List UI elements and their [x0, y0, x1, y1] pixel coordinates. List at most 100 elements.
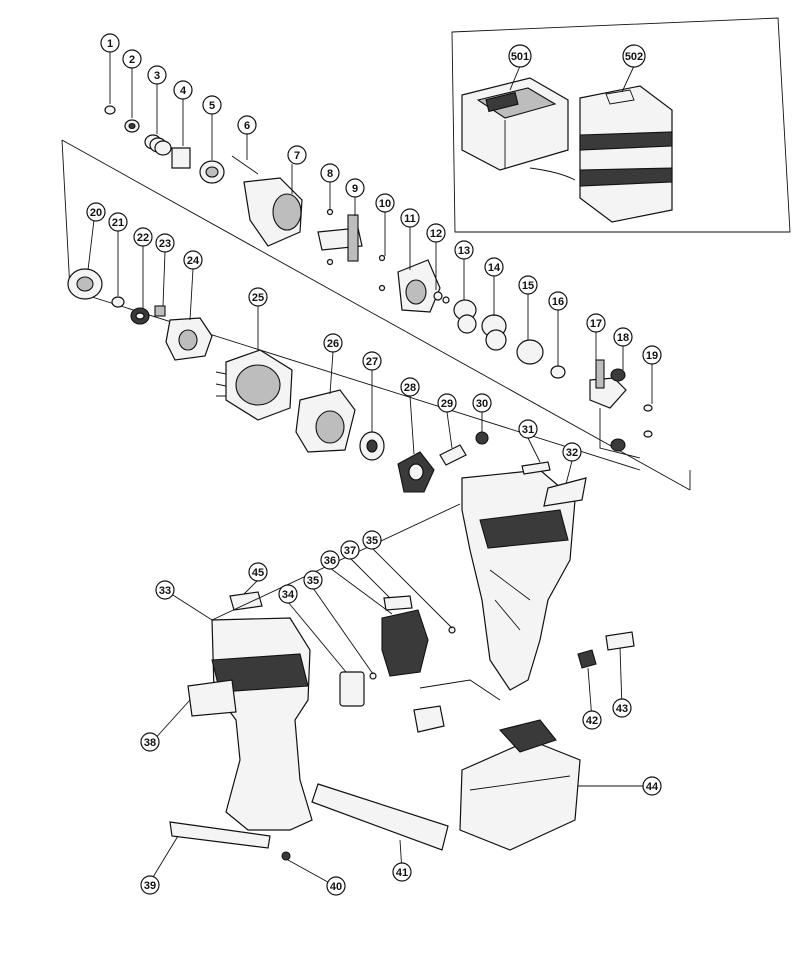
callout-502: 502 — [622, 44, 646, 68]
callout-label: 31 — [522, 424, 534, 436]
callout-17: 17 — [586, 313, 606, 333]
callout-circle — [437, 393, 457, 413]
callout-label: 19 — [646, 350, 658, 362]
upper-frame-left — [61, 139, 71, 291]
callout-circle — [320, 550, 340, 570]
callout-30: 30 — [472, 393, 492, 413]
callout-6: 6 — [237, 115, 257, 135]
callout-label: 23 — [159, 238, 171, 250]
callout-43: 43 — [612, 698, 632, 718]
callout-label: 28 — [404, 382, 416, 394]
callout-circle — [400, 377, 420, 397]
charger-drawing — [461, 77, 576, 181]
callout-circle — [362, 351, 382, 371]
accessory-inset — [451, 17, 791, 233]
callout-label: 25 — [252, 292, 264, 304]
callout-label: 24 — [187, 255, 200, 267]
callout-label: 32 — [566, 447, 578, 459]
callout-label: 7 — [294, 150, 300, 162]
callout-21: 21 — [108, 212, 128, 232]
callout-circle — [484, 257, 504, 277]
callout-label: 20 — [90, 207, 102, 219]
callout-label: 18 — [617, 332, 629, 344]
callout-circle — [287, 145, 307, 165]
switch-parts — [339, 595, 501, 733]
callout-circle — [278, 584, 298, 604]
callout-circle — [345, 178, 365, 198]
callout-circle — [147, 65, 167, 85]
spindle-parts — [317, 208, 653, 459]
callout-12: 12 — [426, 223, 446, 243]
callout-circle — [140, 732, 160, 752]
callout-circle — [392, 862, 412, 882]
callout-label: 10 — [379, 198, 391, 210]
callout-circle — [122, 49, 142, 69]
callout-42: 42 — [582, 710, 602, 730]
callout-label: 45 — [252, 567, 264, 579]
callout-circle — [202, 95, 222, 115]
leader-lines — [87, 52, 653, 887]
callout-15: 15 — [518, 275, 538, 295]
callout-label: 502 — [625, 51, 643, 63]
callout-circle — [323, 333, 343, 353]
callout-45: 45 — [248, 562, 268, 582]
callout-label: 12 — [430, 228, 442, 240]
callout-circle — [426, 223, 446, 243]
callout-41: 41 — [392, 862, 412, 882]
callout-label: 17 — [590, 318, 602, 330]
callout-label: 6 — [244, 120, 250, 132]
handle-parts — [169, 783, 449, 861]
callout-label: 2 — [129, 54, 135, 66]
callout-20: 20 — [86, 202, 106, 222]
callout-label: 35 — [366, 535, 378, 547]
callout-label: 29 — [441, 398, 453, 410]
callout-circle — [362, 530, 382, 550]
callout-label: 11 — [404, 213, 416, 225]
callout-circle — [518, 275, 538, 295]
callout-3: 3 — [147, 65, 167, 85]
callout-circle — [400, 208, 420, 228]
callout-label: 40 — [330, 881, 342, 893]
callout-circle — [613, 327, 633, 347]
callout-36: 36 — [320, 550, 340, 570]
callout-circle — [248, 287, 268, 307]
callout-1: 1 — [100, 33, 120, 53]
callout-label: 3 — [154, 70, 160, 82]
callout-circle — [100, 33, 120, 53]
battery-drawing — [459, 719, 581, 851]
callout-circle — [454, 240, 474, 260]
callout-circle — [248, 562, 268, 582]
callout-2: 2 — [122, 49, 142, 69]
upper-frame-line — [61, 139, 691, 491]
callout-circle — [183, 250, 203, 270]
callout-circle — [508, 44, 532, 68]
callout-circle — [340, 540, 360, 560]
callout-label: 33 — [159, 585, 171, 597]
callout-label: 21 — [112, 217, 124, 229]
callout-circle — [133, 227, 153, 247]
side-screws — [577, 631, 635, 669]
callout-label: 34 — [282, 589, 295, 601]
left-housing-drawing — [187, 591, 313, 831]
lower-frame-line — [69, 289, 641, 471]
callout-5: 5 — [202, 95, 222, 115]
callout-label: 37 — [344, 545, 356, 557]
callout-circle — [612, 698, 632, 718]
callout-18: 18 — [613, 327, 633, 347]
callout-circle — [472, 393, 492, 413]
callout-circle — [303, 570, 323, 590]
callout-circle — [326, 876, 346, 896]
callout-39: 39 — [140, 875, 160, 895]
callout-label: 35 — [307, 575, 319, 587]
callout-24: 24 — [183, 250, 203, 270]
callout-label: 1 — [107, 38, 113, 50]
callout-circle — [237, 115, 257, 135]
callout-29: 29 — [437, 393, 457, 413]
callout-circle — [375, 193, 395, 213]
callout-label: 38 — [144, 737, 156, 749]
callout-4: 4 — [173, 80, 193, 100]
callout-circle — [642, 776, 662, 796]
callout-circle — [562, 442, 582, 462]
callout-11: 11 — [400, 208, 420, 228]
